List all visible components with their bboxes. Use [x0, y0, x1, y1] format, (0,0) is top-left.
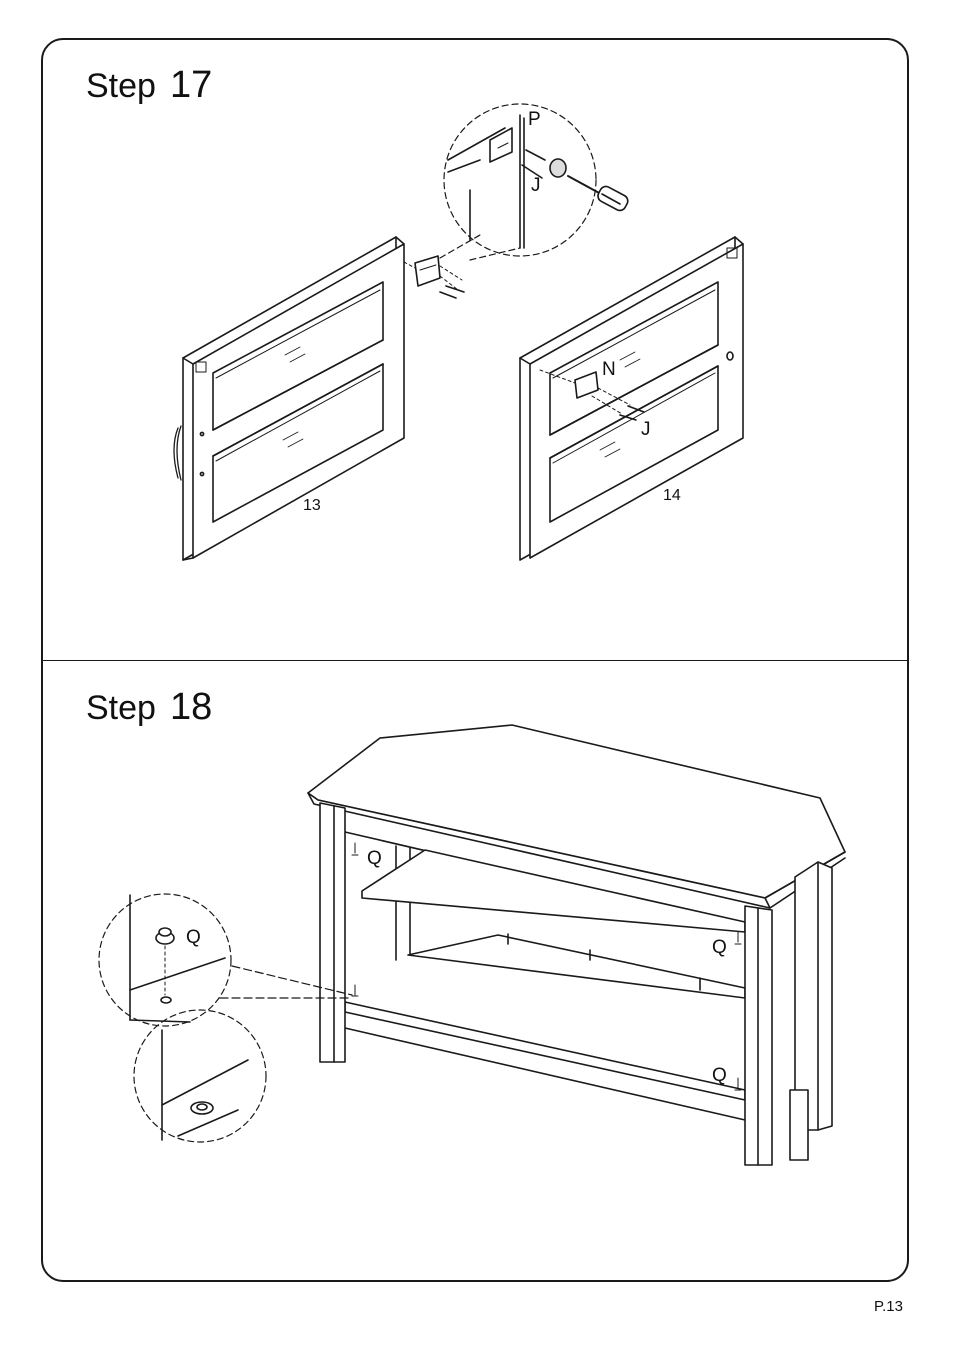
- label-part-j-top: J: [531, 176, 541, 195]
- label-part-q-lower-right: Q: [712, 1066, 727, 1085]
- label-panel-13: 13: [303, 498, 321, 514]
- door-panel-13: [174, 237, 404, 560]
- label-part-j-right: J: [641, 420, 651, 439]
- detail-circle-q: [99, 894, 352, 1142]
- label-part-p: P: [528, 110, 541, 129]
- page-number: P.13: [874, 1298, 903, 1315]
- tv-stand: [308, 725, 845, 1165]
- label-part-q-detail: Q: [186, 928, 201, 947]
- label-part-n: N: [602, 360, 616, 379]
- label-part-q-upper-left: Q: [367, 849, 382, 868]
- door-panel-14: [520, 237, 743, 560]
- label-part-q-upper-right: Q: [712, 938, 727, 957]
- bracket-p: [404, 256, 464, 298]
- label-panel-14: 14: [663, 488, 681, 504]
